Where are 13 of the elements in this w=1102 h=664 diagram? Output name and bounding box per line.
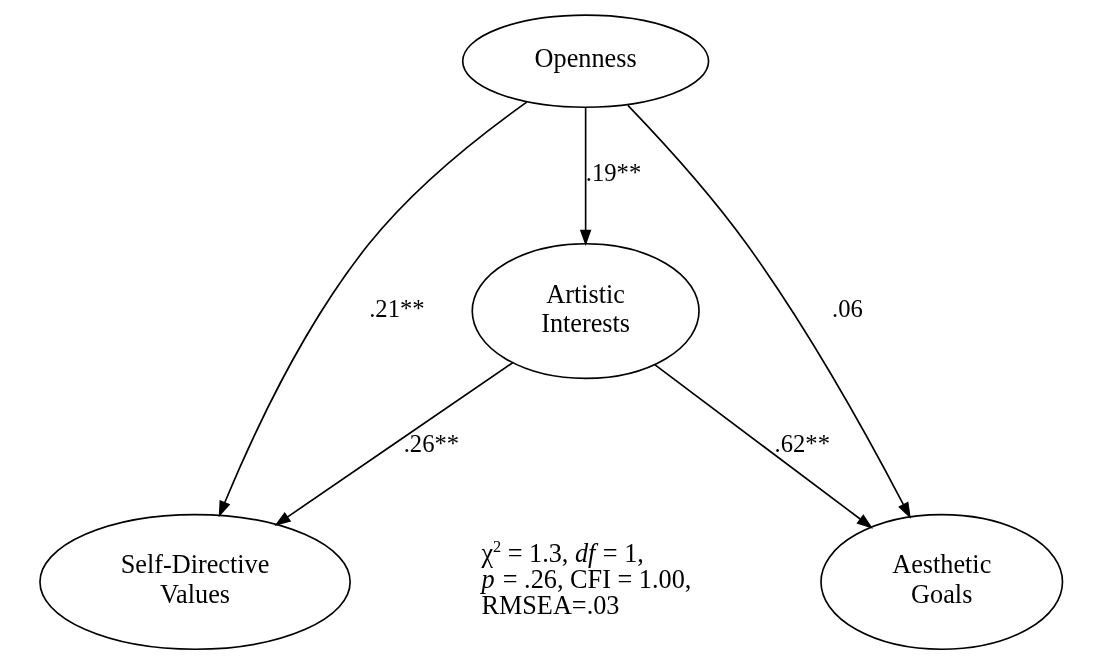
edge-label: .19** [585,159,642,187]
arrow [627,104,911,519]
edge-label: .21** [369,294,425,322]
edge-label: .26** [403,430,460,458]
edge-label: .06 [832,294,863,322]
node-ellipse: Openness [461,14,710,109]
arrow [274,361,514,526]
edge-label: .62** [774,430,830,458]
arrow [653,363,874,529]
arrow [579,107,592,247]
node-ellipse: Artistic Interests [471,242,700,380]
arrow [218,101,528,518]
label: χ$^{2}$ = 1.3, df = 1, p = .26, CFI = 1.00, RMSEA=.03 [481,537,692,621]
